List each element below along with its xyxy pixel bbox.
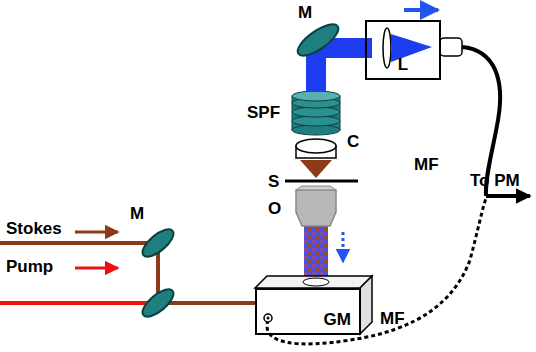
objective xyxy=(296,186,336,226)
part-label: C xyxy=(347,133,359,150)
part-label: MF xyxy=(414,156,439,173)
translation-arrow xyxy=(404,8,438,12)
part-label: S xyxy=(268,173,279,190)
part-label: Pump xyxy=(6,258,53,275)
part-label: O xyxy=(268,200,281,217)
part-label: M xyxy=(130,205,144,222)
galvo-mirror-housing xyxy=(255,276,372,334)
part-label: MF xyxy=(380,310,405,327)
sample-slide xyxy=(285,180,358,183)
part-label: SPF xyxy=(247,104,280,121)
galvo-box: GM xyxy=(255,288,361,335)
excitation-beam xyxy=(304,225,328,283)
part-label: M xyxy=(298,4,312,21)
condenser xyxy=(296,139,336,178)
to-pm-arrow xyxy=(486,194,530,198)
mirror xyxy=(138,225,177,322)
component-label: GM xyxy=(324,311,351,328)
collection-lens xyxy=(383,28,462,68)
lens-stage-box: L xyxy=(365,20,441,80)
signal-direction-arrow xyxy=(342,232,345,262)
component-label: L xyxy=(398,56,408,73)
stokes-arrow xyxy=(75,231,118,234)
part-label: Stokes xyxy=(6,220,62,237)
pump-arrow xyxy=(75,267,118,270)
multimode-fiber xyxy=(267,198,486,344)
short-pass-filter-stack xyxy=(292,91,340,135)
pump-beam xyxy=(0,301,150,305)
stokes-beam xyxy=(0,243,256,303)
mirror xyxy=(293,19,343,61)
part-label: To PM xyxy=(470,172,520,189)
